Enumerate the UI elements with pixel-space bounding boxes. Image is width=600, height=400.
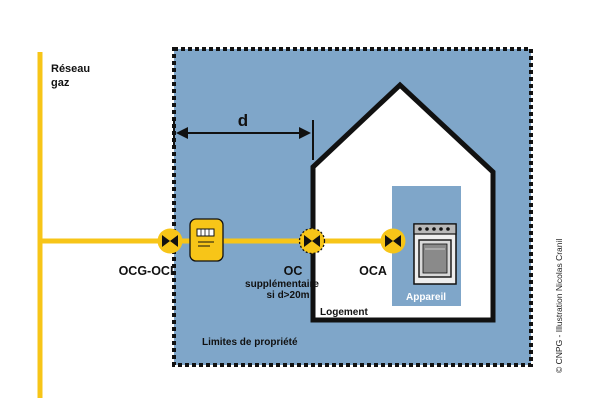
gas-stove-icon (413, 223, 457, 285)
oc-label: OC (284, 264, 303, 278)
network-label-line2: gaz (51, 77, 70, 89)
network-label-line1: Réseau (51, 63, 90, 75)
credit-label: © CNPG - Illustration Nicolas Cranil (554, 239, 564, 373)
property-limit-label: Limites de propriété (202, 337, 298, 348)
oca-label: OCA (359, 264, 387, 278)
distance-arrow (173, 120, 314, 160)
oc-sublabel-1: supplémentaire (245, 279, 319, 290)
housing-label: Logement (320, 307, 368, 318)
appliance-label: Appareil (406, 292, 446, 303)
valve-oc-supplementary-icon (298, 227, 326, 255)
valve-ocg-oci-icon (157, 228, 183, 254)
network-label: Réseau gaz (51, 63, 93, 89)
valve-oca-icon (380, 228, 406, 254)
ocg-oci-label: OCG-OCI (119, 264, 174, 278)
gas-meter-icon (189, 218, 224, 262)
oc-sublabel-2: si d>20m (266, 290, 309, 301)
distance-label: d (238, 111, 248, 130)
